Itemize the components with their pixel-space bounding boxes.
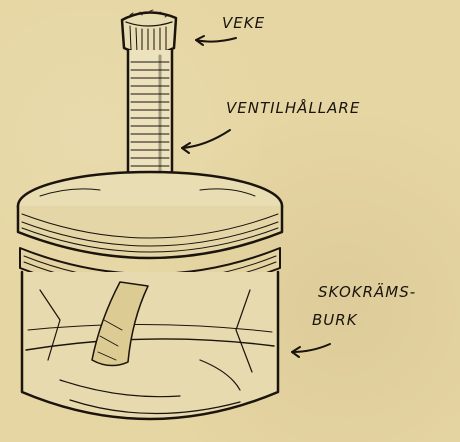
leader-veke [196, 38, 236, 42]
label-veke: VEKE [222, 14, 265, 32]
wick [122, 10, 176, 56]
label-skokramsburk-line1: SKOKRÄMS- [318, 283, 416, 301]
label-ventilhallare: VENTILHÅLLARE [226, 99, 360, 117]
jar-lid [18, 172, 282, 258]
jar-body [20, 248, 280, 419]
label-skokramsburk-line2: BURK [312, 311, 358, 329]
leader-ventil [182, 130, 230, 148]
